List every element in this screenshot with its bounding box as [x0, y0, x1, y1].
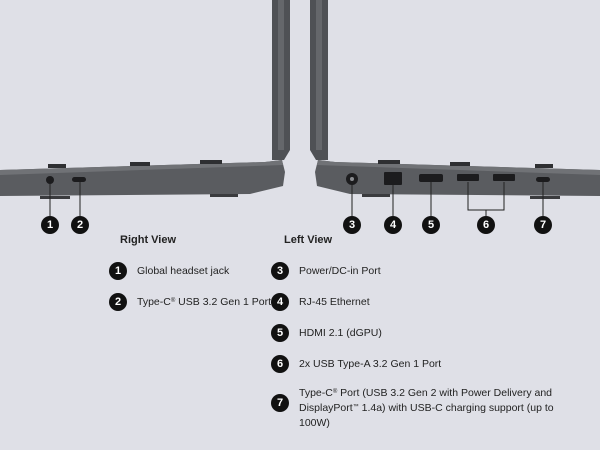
callout-marker-6: 6	[477, 216, 495, 234]
legend-label: Global headset jack	[137, 264, 230, 277]
legend-marker: 1	[109, 262, 127, 280]
legend-marker: 6	[271, 355, 289, 373]
right-laptop-lid-edge	[278, 0, 284, 150]
usb-a-port-2	[493, 174, 515, 181]
right-view-heading: Right View	[120, 234, 177, 246]
legend-marker: 3	[271, 262, 289, 280]
type-c-port	[72, 177, 86, 182]
legend-item: 7 Type-C® Port (USB 3.2 Gen 2 with Power…	[271, 386, 554, 431]
callout-marker-1: 1	[41, 216, 59, 234]
callout-marker-2: 2	[71, 216, 89, 234]
legend-label: 2x USB Type-A 3.2 Gen 1 Port	[299, 357, 442, 370]
legend-item: 2 Type-C® USB 3.2 Gen 1 Port	[109, 293, 271, 311]
legend-label-text: Type-C	[137, 295, 171, 308]
legend-label-text: DisplayPort	[299, 402, 353, 414]
left-laptop-lid-edge	[316, 0, 322, 150]
registered-mark: ®	[332, 389, 338, 395]
usb-a-port-1	[457, 174, 479, 181]
right-view-legend: 1 Global headset jack 2 Type-C® USB 3.2 …	[109, 262, 271, 324]
right-key	[130, 162, 150, 166]
legend-label-text: 1.4a) with USB-C charging support (up to	[358, 402, 554, 414]
left-key	[450, 162, 470, 166]
legend-label-text: Port (USB 3.2 Gen 2 with Power Delivery …	[337, 387, 553, 399]
left-key	[378, 160, 400, 164]
legend-item: 3 Power/DC-in Port	[271, 262, 554, 280]
left-key	[535, 164, 553, 168]
leader-line-6	[467, 182, 505, 216]
legend-label-text: 100W)	[299, 417, 330, 429]
usb-c-port	[536, 177, 550, 182]
legend-marker: 5	[271, 324, 289, 342]
legend-marker: 2	[109, 293, 127, 311]
right-foot	[40, 196, 70, 199]
left-foot	[362, 194, 390, 197]
rj45-port	[384, 172, 402, 185]
hdmi-port	[419, 174, 443, 182]
trademark-mark: ™	[352, 404, 359, 410]
legend-marker: 4	[271, 293, 289, 311]
left-side-laptop	[310, 0, 600, 216]
callout-marker-4: 4	[384, 216, 402, 234]
legend-label: RJ-45 Ethernet	[299, 295, 370, 308]
registered-mark: ®	[170, 297, 176, 304]
left-view-legend: 3 Power/DC-in Port 4 RJ-45 Ethernet 5 HD…	[271, 262, 554, 444]
legend-item: 1 Global headset jack	[109, 262, 271, 280]
legend-item: 5 HDMI 2.1 (dGPU)	[271, 324, 554, 342]
callout-marker-5: 5	[422, 216, 440, 234]
power-dc-in-pin	[350, 177, 354, 181]
headset-jack-port	[46, 176, 54, 184]
right-foot	[210, 194, 238, 197]
legend-marker: 7	[271, 394, 289, 412]
legend-item: 6 2x USB Type-A 3.2 Gen 1 Port	[271, 355, 554, 373]
legend-label: HDMI 2.1 (dGPU)	[299, 326, 382, 339]
callout-marker-7: 7	[534, 216, 552, 234]
legend-item: 4 RJ-45 Ethernet	[271, 293, 554, 311]
right-side-laptop	[0, 0, 290, 216]
left-view-heading: Left View	[284, 234, 333, 246]
right-key	[200, 160, 222, 164]
callout-marker-3: 3	[343, 216, 361, 234]
legend-label-text: USB 3.2 Gen 1 Port	[175, 295, 271, 308]
left-foot	[530, 196, 560, 199]
legend-label: Power/DC-in Port	[299, 264, 381, 277]
legend-label-text: Type-C	[299, 387, 333, 399]
legend-label: Type-C® USB 3.2 Gen 1 Port	[137, 295, 271, 310]
right-key	[48, 164, 66, 168]
legend-label: Type-C® Port (USB 3.2 Gen 2 with Power D…	[299, 386, 554, 431]
